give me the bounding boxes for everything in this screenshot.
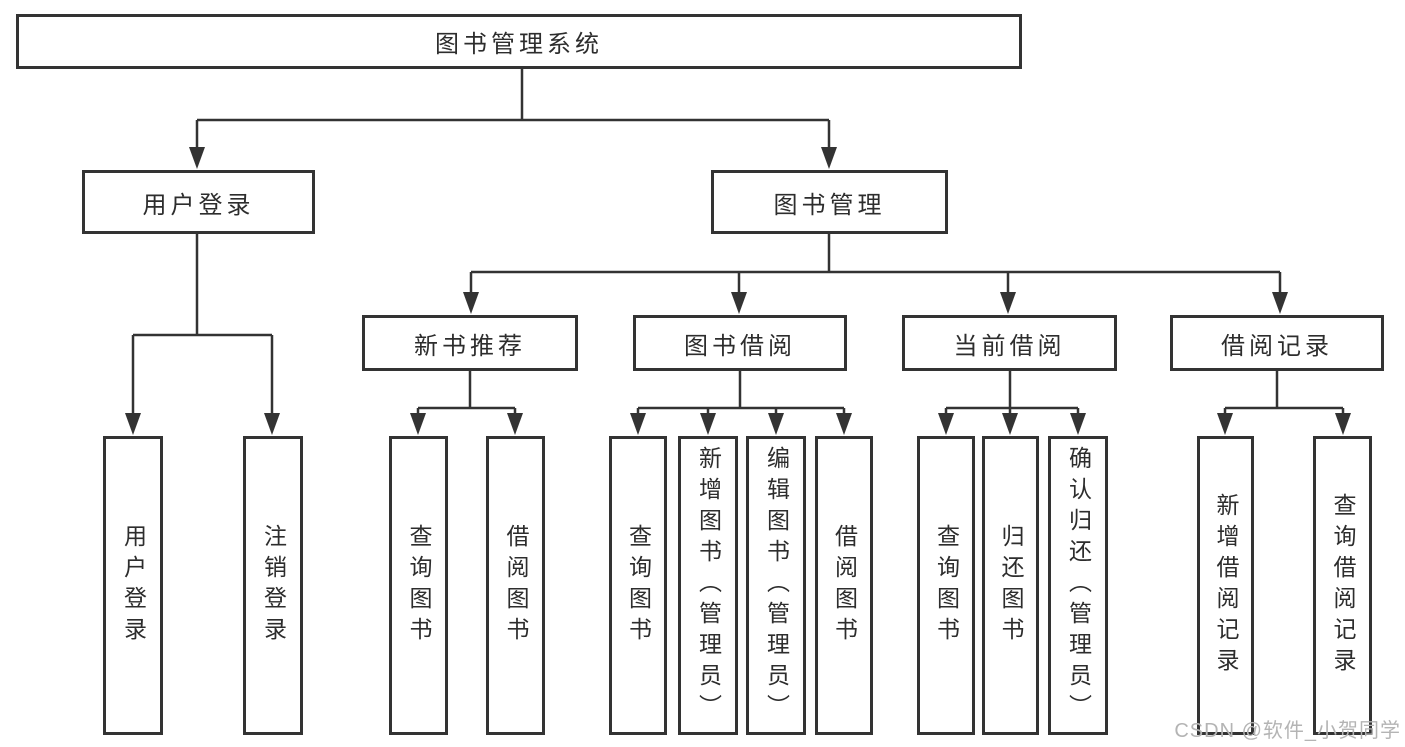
connector-book-borrow bbox=[630, 371, 852, 435]
csdn-watermark: CSDN @软件_小贺同学 bbox=[1174, 720, 1401, 742]
leaf-recommend-borrow-books: 借阅图书 bbox=[486, 436, 545, 735]
leaf-query-borrow-record: 查询借阅记录 bbox=[1313, 436, 1372, 735]
node-new-book-recommend: 新书推荐 bbox=[362, 315, 578, 371]
node-user-login-branch: 用户登录 bbox=[82, 170, 315, 234]
node-book-borrow: 图书借阅 bbox=[633, 315, 847, 371]
connector-root bbox=[189, 69, 837, 169]
connector-current-borrow bbox=[938, 371, 1086, 435]
leaf-recommend-query-books: 查询图书 bbox=[389, 436, 448, 735]
leaf-add-borrow-record: 新增借阅记录 bbox=[1197, 436, 1254, 735]
node-book-management-branch: 图书管理 bbox=[711, 170, 948, 234]
leaf-return-books: 归还图书 bbox=[982, 436, 1039, 735]
node-current-borrow: 当前借阅 bbox=[902, 315, 1117, 371]
node-borrow-records: 借阅记录 bbox=[1170, 315, 1384, 371]
connector-new-book-recommend bbox=[410, 371, 523, 435]
leaf-borrow-query-books: 查询图书 bbox=[609, 436, 667, 735]
leaf-add-book-admin: 新增图书（管理员） bbox=[678, 436, 738, 735]
leaf-edit-book-admin: 编辑图书（管理员） bbox=[746, 436, 806, 735]
connector-user-login bbox=[125, 234, 280, 435]
node-root: 图书管理系统 bbox=[16, 14, 1022, 69]
leaf-user-login: 用户登录 bbox=[103, 436, 163, 735]
leaf-borrow-borrow-books: 借阅图书 bbox=[815, 436, 873, 735]
leaf-confirm-return-admin: 确认归还（管理员） bbox=[1048, 436, 1108, 735]
leaf-logout: 注销登录 bbox=[243, 436, 303, 735]
connector-book-management bbox=[463, 234, 1288, 314]
connector-borrow-records bbox=[1217, 371, 1351, 435]
leaf-current-query-books: 查询图书 bbox=[917, 436, 975, 735]
